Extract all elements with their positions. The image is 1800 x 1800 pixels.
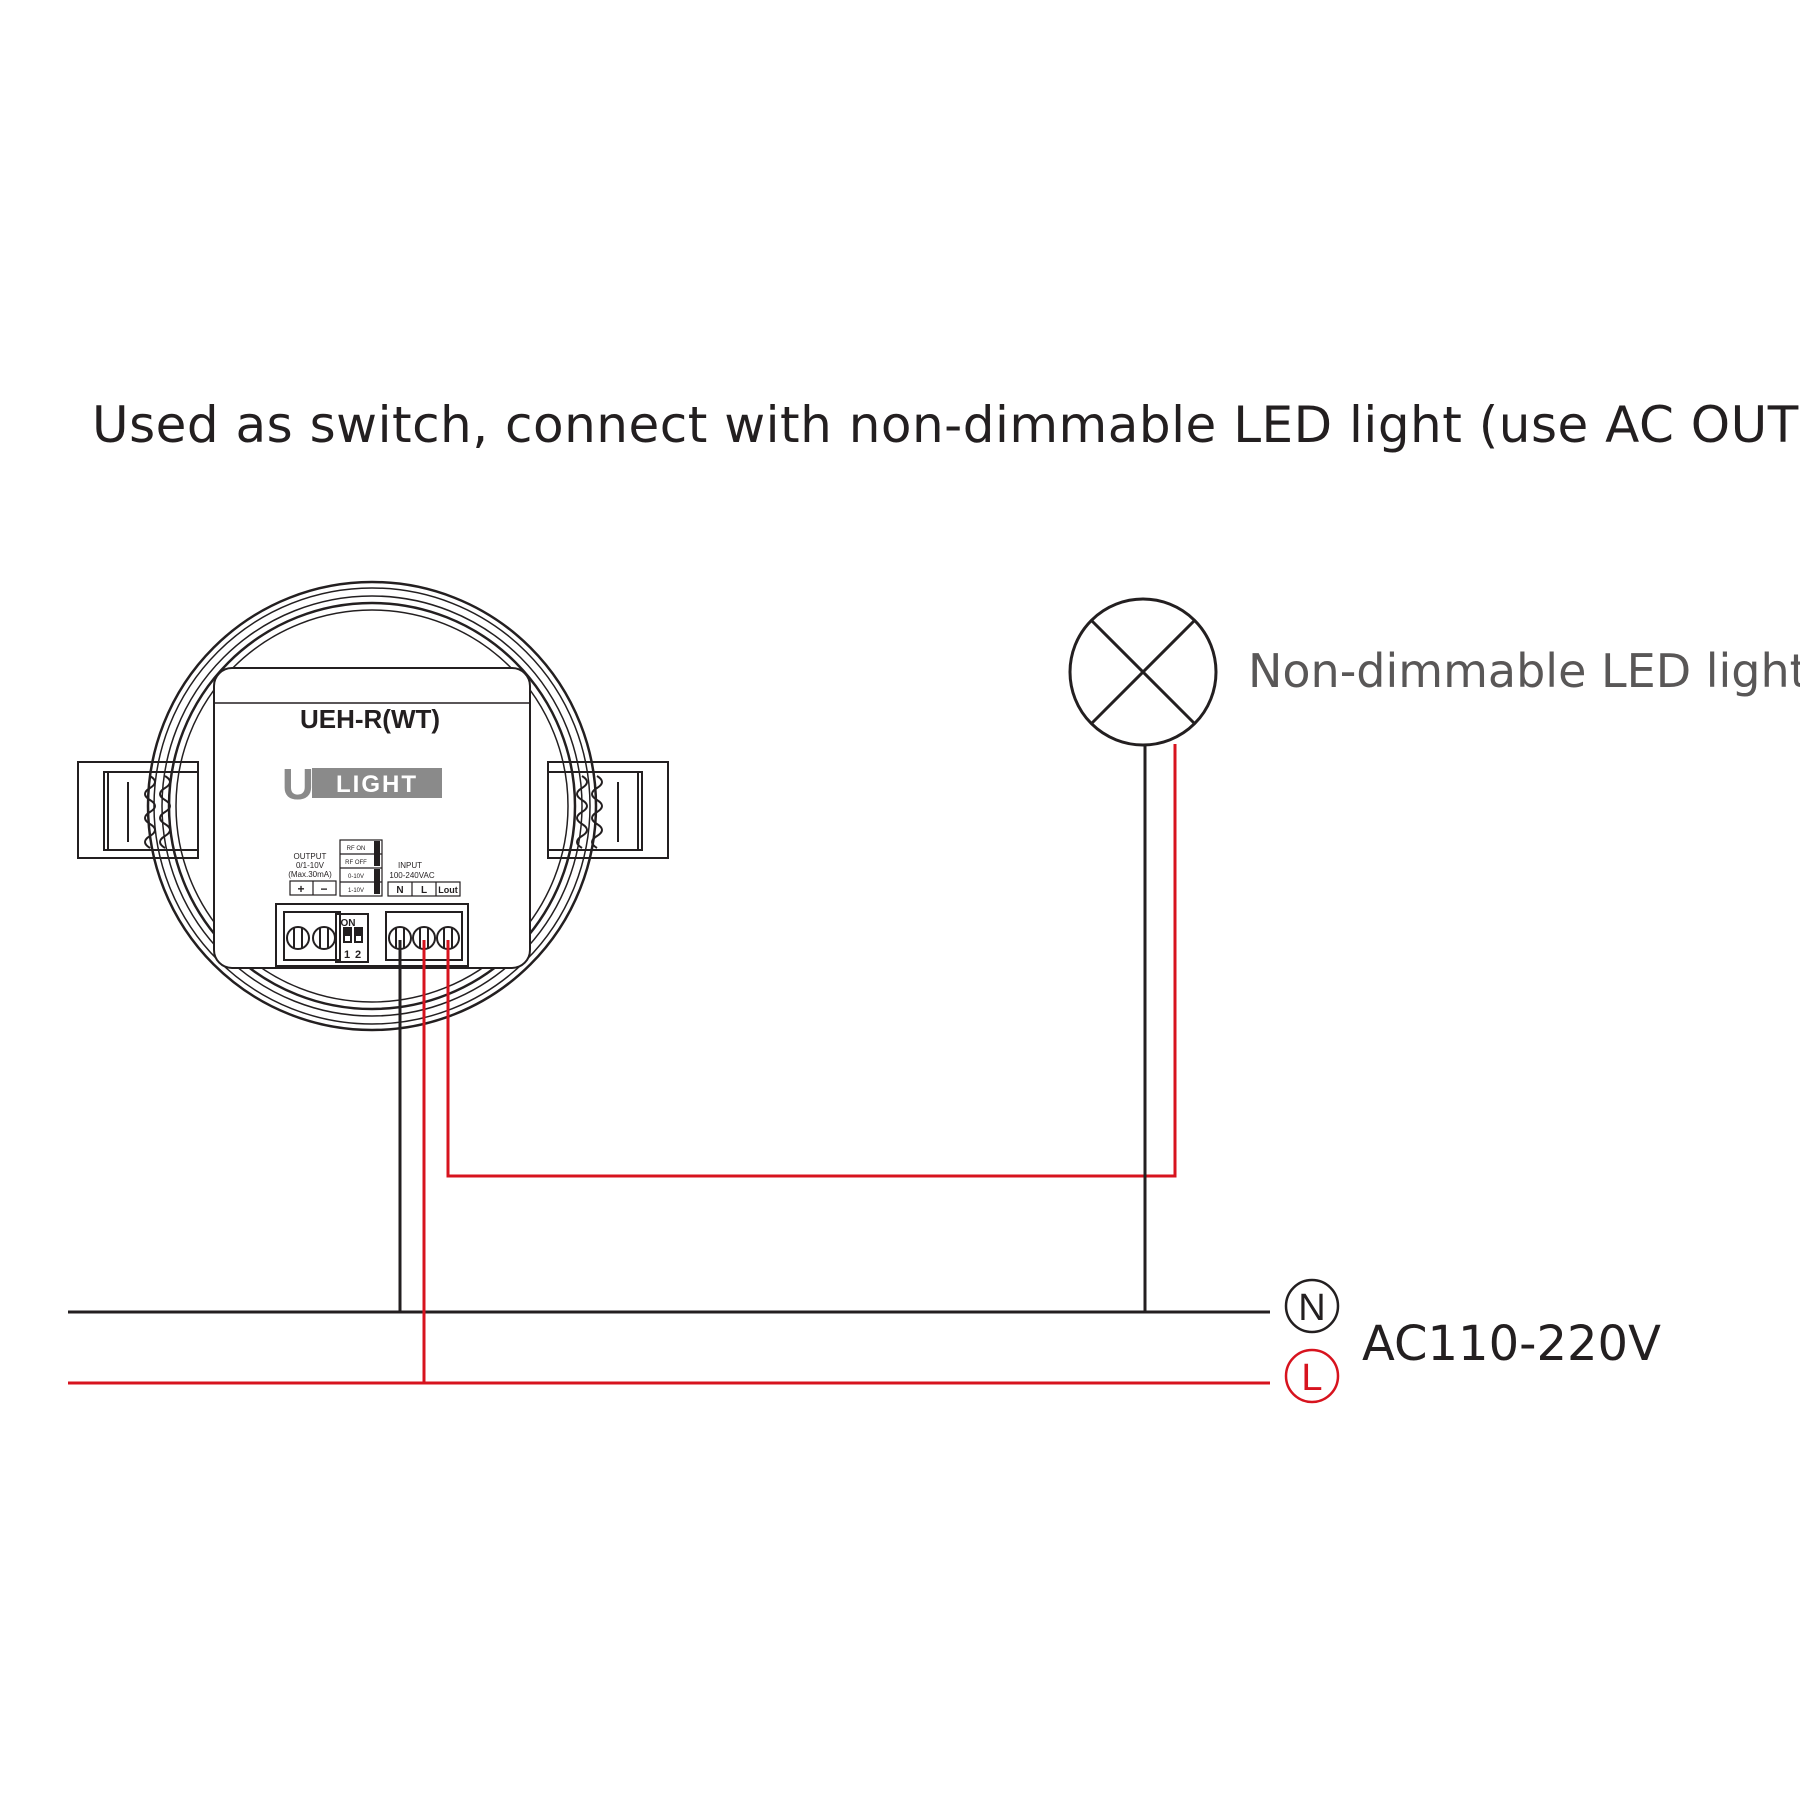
device-body [213, 667, 531, 969]
output-terminal-plus: + [297, 882, 304, 896]
voltage-label: AC110-220V [1362, 1316, 1661, 1372]
device-model-label: UEH-R(WT) [300, 704, 440, 734]
device-housing-rings [146, 580, 598, 1032]
neutral-symbol-letter: N [1298, 1287, 1325, 1329]
live-symbol: L [1284, 1348, 1340, 1404]
dip-number-1: 1 [344, 949, 350, 961]
receiver-device: UEH-R(WT) U LIGHT OUTPUT 0/1-10V (Max.30… [77, 580, 669, 1032]
input-terminal-lout-label: Lout [438, 885, 458, 895]
live-symbol-letter: L [1301, 1357, 1322, 1399]
dip-number-2: 2 [355, 949, 361, 961]
output-range-label: 0/1-10V [296, 861, 325, 870]
terminal-block [275, 903, 469, 967]
output-max-label: (Max.30mA) [288, 870, 332, 879]
input-terminal-l-label: L [421, 885, 427, 896]
output-terminal-minus: − [320, 882, 327, 896]
lamp-symbol [1068, 597, 1218, 747]
dip-labels: RF ON RF OFF 0-10V 1-10V [339, 839, 383, 897]
input-label: INPUT [398, 861, 422, 870]
dip-label-rf-on: RF ON [347, 846, 366, 852]
dip-label-0-10v: 0-10V [348, 874, 364, 880]
neutral-symbol: N [1284, 1278, 1340, 1334]
input-terminal-n-label: N [396, 885, 403, 896]
brand-logo-text: LIGHT [336, 771, 418, 798]
svg-text:U: U [282, 760, 314, 809]
wires [68, 744, 1270, 1385]
diagram-caption: Used as switch, connect with non-dimmabl… [92, 396, 1800, 454]
input-range-label: 100-240VAC [389, 871, 434, 880]
device-lout-wire [446, 744, 1177, 1178]
output-label: OUTPUT [294, 852, 327, 861]
dip-label-rf-off: RF OFF [345, 860, 367, 866]
brand-logo: U LIGHT [282, 760, 442, 809]
dip-on-label: ON [341, 918, 356, 929]
dip-label-1-10v: 1-10V [348, 888, 364, 894]
lamp-label: Non-dimmable LED light [1248, 644, 1800, 698]
